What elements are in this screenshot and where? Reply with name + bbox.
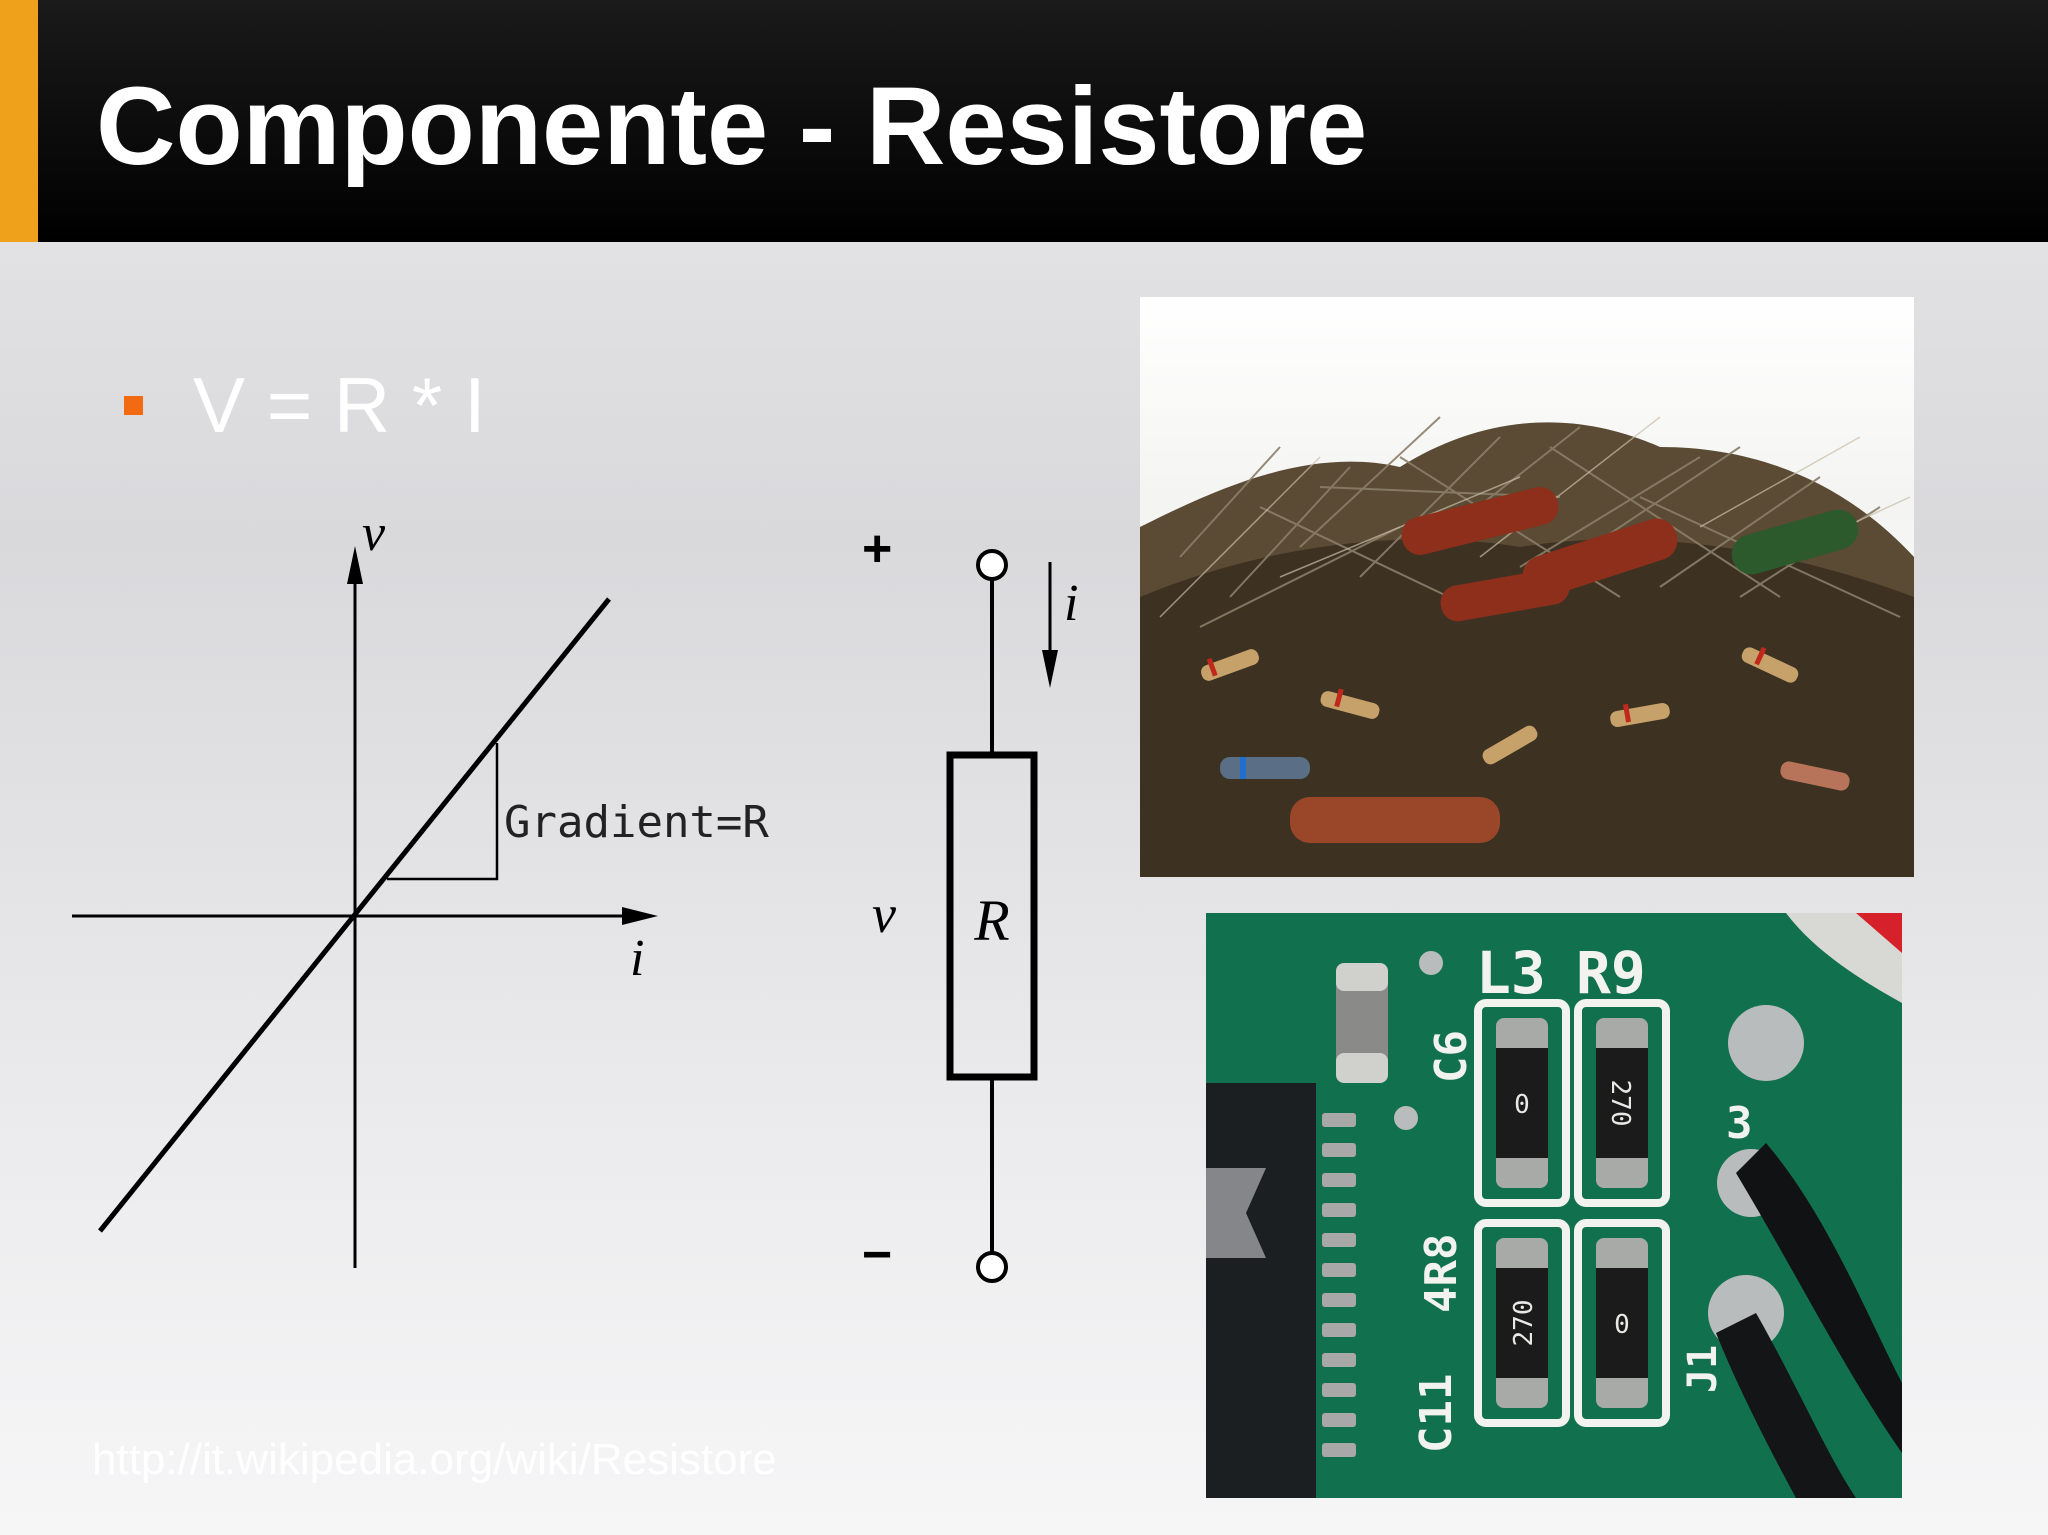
terminal-minus-label: − (862, 1226, 892, 1284)
characteristic-line (98, 597, 611, 1233)
terminal-plus-label: + (862, 520, 892, 578)
silk-label-l3: L3 (1476, 939, 1546, 1007)
resistor-symbol-diagram: + − R v i (862, 520, 1078, 1284)
header-accent-bar (0, 0, 38, 242)
graph-x-axis-arrow (622, 907, 658, 925)
smd-code-3: 270 (1509, 1300, 1539, 1347)
silk-label-c6: C6 (1426, 1030, 1477, 1083)
source-link[interactable]: http://it.wikipedia.org/wiki/Resistore (92, 1435, 777, 1484)
silk-label-3: 3 (1726, 1098, 1753, 1149)
voltage-label: v (872, 884, 896, 944)
resistor-pile-image (1140, 297, 1914, 877)
current-arrow-icon (1042, 650, 1058, 688)
bullet-square-icon (124, 395, 143, 415)
silk-label-r9: R9 (1576, 939, 1646, 1007)
gradient-label: Gradient=R (504, 797, 769, 848)
pcb-closeup-image: 0 270 270 0 L3 R9 C6 4R8 C11 J1 3 (1206, 913, 1902, 1498)
graph-y-axis-arrow (347, 546, 363, 584)
silk-label-j1: J1 (1680, 1345, 1726, 1393)
ohms-law-formula: V = R * I (193, 360, 486, 449)
current-label: i (1064, 575, 1078, 632)
smd-code-4: 0 (1614, 1310, 1630, 1340)
top-terminal-icon (976, 549, 1008, 581)
smd-code-2: 270 (1605, 1080, 1635, 1127)
slide-title: Componente - Resistore (96, 65, 1368, 188)
pcb-closeup-photo: 0 270 270 0 L3 R9 C6 4R8 C11 J1 3 (1206, 913, 1902, 1498)
graph-y-label: v (362, 505, 386, 562)
bullet-item: V = R * I (124, 360, 486, 450)
silk-label-c11: C11 (1411, 1374, 1462, 1453)
resistor-pile-photo (1140, 297, 1914, 877)
vi-characteristic-graph: v i Gradient=R (72, 505, 769, 1268)
resistor-box (946, 751, 1038, 1081)
gradient-triangle (387, 743, 499, 881)
graph-x-label: i (630, 930, 644, 987)
bottom-terminal-icon (976, 1251, 1008, 1283)
resistor-label: R (973, 888, 1009, 953)
smd-code-1: 0 (1514, 1090, 1530, 1120)
silk-label-4r8: 4R8 (1416, 1234, 1467, 1313)
slide-header: Componente - Resistore (0, 0, 2048, 242)
